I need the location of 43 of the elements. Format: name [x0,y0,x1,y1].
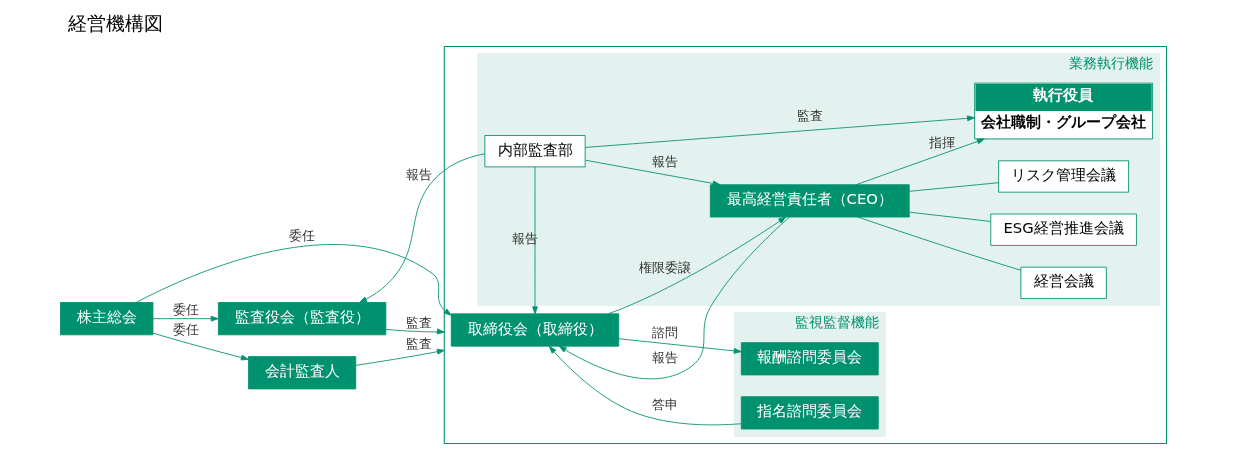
node-box: 経営会議 [1019,266,1107,300]
arrow [135,244,452,316]
edge-label: 諮問 [651,324,678,340]
arrow [152,332,249,361]
arrow [855,138,985,186]
arrow [548,346,741,426]
arrow [152,315,219,322]
diagram-title: 経営機構図 [67,12,163,36]
arrow [358,153,485,303]
edge-label: 指揮 [928,134,955,150]
arrow [384,328,445,335]
edge-label: 委任 [172,322,199,338]
arrow [558,216,790,380]
node-box: 株主総会 [59,302,153,336]
connector [908,211,991,222]
edge-label: 監査 [405,314,432,330]
edge-label: 報告 [511,231,538,247]
edge-label: 監査 [405,336,432,352]
edge-label: 答申 [651,397,678,413]
edge-label: 報告 [651,350,678,366]
arrow [617,338,742,354]
node-box: 報酬諮問委員会 [740,342,879,376]
node-box: ESG経営推進会議 [989,213,1137,246]
edge-label: 報告 [405,167,432,183]
arrow [607,216,786,315]
arrow [531,166,538,315]
connector [908,182,999,192]
edge-label: 報告 [651,154,678,170]
node-box: 最高経営責任者（CEO） [709,184,910,218]
edge-label: 委任 [288,228,315,244]
arrow [354,348,445,366]
edge-label: 委任 [172,302,199,318]
connector [856,216,1021,271]
node-box: 指名諮問委員会 [740,396,879,430]
edge-label: 権限委譲 [638,260,691,276]
arrow [584,159,720,187]
node-box: 内部監査部 [483,135,586,168]
node-box: 会計監査人 [247,356,356,390]
node-box: 監査役会（監査役） [217,302,386,336]
edge-label: 監査 [796,107,823,123]
node-box: 取締役会（取締役） [450,313,619,347]
arrow [584,115,975,148]
node-box: リスク管理会議 [997,160,1129,193]
